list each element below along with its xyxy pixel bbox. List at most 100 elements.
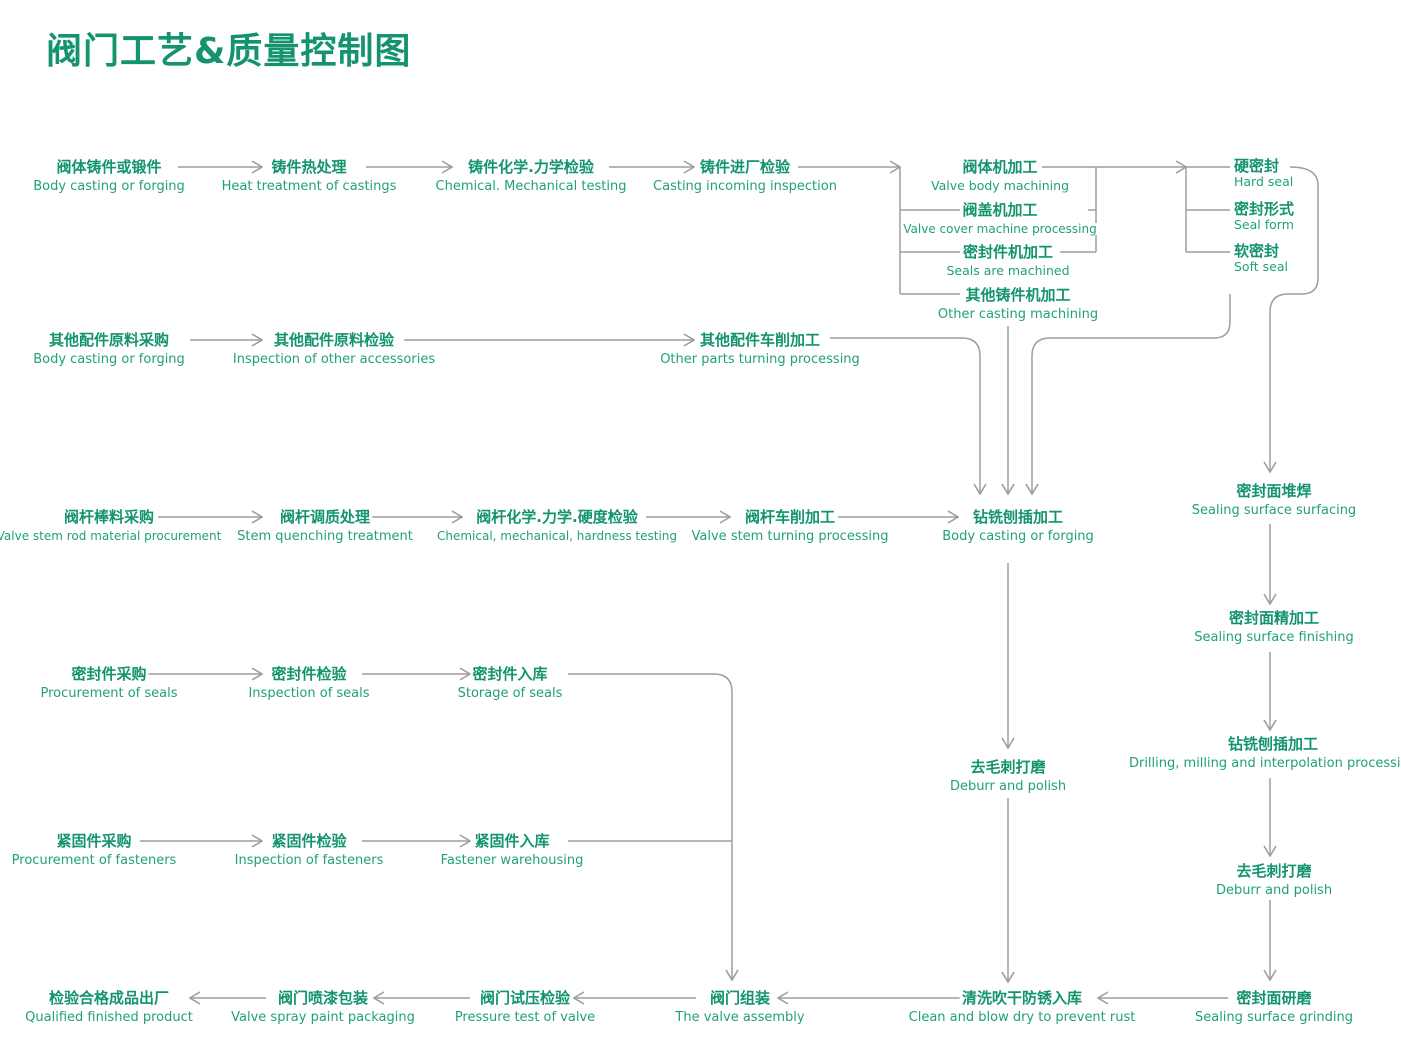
edge-hardseal-surfacing (1270, 166, 1319, 472)
node-label-zh: 硬密封 (1232, 157, 1282, 175)
node-stem-quench: 阀杆调质处理 Stem quenching treatment (235, 509, 415, 543)
node-label-en: Stem quenching treatment (235, 529, 415, 544)
node-label-zh: 软密封 (1232, 242, 1282, 260)
node-label-en: Chemical. Mechanical testing (433, 179, 629, 194)
node-label-zh: 阀体铸件或锻件 (54, 158, 164, 176)
node-label-en: Other casting machining (935, 307, 1101, 322)
node-surface-finishing: 密封面精加工 Sealing surface finishing (1192, 609, 1356, 645)
node-seal-form: 密封形式 Seal form (1232, 200, 1297, 232)
node-label-zh: 紧固件入库 (472, 832, 552, 850)
node-label-zh: 阀杆棒料采购 (61, 508, 156, 526)
node-label-en: Fastener warehousing (438, 853, 586, 868)
node-pressure-test: 阀门试压检验 Pressure test of valve (452, 989, 598, 1025)
node-label-en: Hard seal (1232, 174, 1296, 189)
node-assembly: 阀门组装 The valve assembly (673, 989, 807, 1025)
node-hard-seal: 硬密封 Hard seal (1232, 157, 1296, 189)
node-label-zh: 密封件机加工 (960, 243, 1055, 261)
node-other-inspection: 其他配件原料检验 Inspection of other accessories (230, 331, 438, 367)
node-deburr-2: 去毛刺打磨 Deburr and polish (1213, 862, 1335, 898)
node-label-en: Casting incoming inspection (651, 179, 839, 194)
node-label-en: Pressure test of valve (452, 1010, 598, 1025)
node-label-en: Body casting or forging (940, 529, 1096, 544)
node-label-zh: 检验合格成品出厂 (46, 989, 172, 1007)
node-label-en: Valve body machining (928, 178, 1072, 193)
node-label-zh: 密封件入库 (470, 665, 550, 683)
node-other-purchase: 其他配件原料采购 Body casting or forging (31, 332, 187, 366)
node-seal-inspection: 密封件检验 Inspection of seals (246, 666, 372, 701)
node-valve-cover-machining: 阀盖机加工 Valve cover machine processing (901, 202, 1099, 236)
node-label-en: Deburr and polish (947, 779, 1069, 794)
node-label-zh: 阀杆化学.力学.硬度检验 (474, 508, 640, 526)
node-label-zh: 密封面精加工 (1226, 609, 1321, 627)
node-heat-treatment: 铸件热处理 Heat treatment of castings (219, 159, 399, 193)
node-deburr-1: 去毛刺打磨 Deburr and polish (947, 758, 1069, 794)
node-label-zh: 钻铣刨插加工 (970, 508, 1066, 526)
node-surface-surfacing: 密封面堆焊 Sealing surface surfacing (1189, 482, 1359, 518)
node-label-en: Procurement of fasteners (9, 853, 179, 868)
node-seal-storage: 密封件入库 Storage of seals (455, 665, 565, 701)
edge-softseal-drill (1032, 294, 1231, 494)
node-label-en: Valve cover machine processing (901, 222, 1099, 236)
node-label-zh: 阀杆调质处理 (277, 508, 372, 526)
node-other-turning: 其他配件车削加工 Other parts turning processing (658, 332, 862, 366)
node-label-zh: 清洗吹干防锈入库 (959, 989, 1085, 1007)
node-label-zh: 去毛刺打磨 (968, 758, 1048, 776)
edge-turning-drill (830, 337, 980, 494)
node-label-en: Inspection of fasteners (232, 853, 386, 868)
node-seals-machining: 密封件机加工 Seals are machined (944, 243, 1072, 278)
node-label-zh: 去毛刺打磨 (1234, 862, 1314, 880)
node-label-zh: 阀门试压检验 (477, 989, 572, 1007)
node-label-en: Storage of seals (455, 686, 565, 701)
node-label-zh: 铸件进厂检验 (697, 158, 792, 176)
node-label-zh: 密封件采购 (69, 665, 149, 683)
node-label-zh: 密封面堆焊 (1234, 482, 1314, 500)
node-clean-dry: 清洗吹干防锈入库 Clean and blow dry to prevent r… (906, 989, 1138, 1024)
node-label-zh: 紧固件检验 (269, 832, 349, 850)
node-label-en: Chemical, mechanical, hardness testing (435, 529, 679, 543)
node-label-en: Seals are machined (944, 263, 1072, 278)
node-soft-seal: 软密封 Soft seal (1232, 244, 1290, 274)
node-chem-mech-test: 铸件化学.力学检验 Chemical. Mechanical testing (433, 158, 629, 194)
node-paint-packaging: 阀门喷漆包装 Valve spray paint packaging (229, 990, 417, 1024)
node-label-en: Body casting or forging (31, 179, 187, 194)
page-title: 阀门工艺&质量控制图 (46, 31, 412, 72)
node-label-en: Sealing surface grinding (1192, 1010, 1356, 1025)
node-label-zh: 其他配件车削加工 (697, 331, 823, 349)
node-label-zh: 阀门组装 (707, 989, 773, 1007)
node-label-zh: 钻铣刨插加工 (1225, 735, 1320, 753)
node-valve-body-machining: 阀体机加工 Valve body machining (928, 158, 1072, 193)
node-label-zh: 密封形式 (1232, 200, 1297, 218)
node-label-en: Inspection of other accessories (230, 352, 438, 367)
node-label-zh: 阀体机加工 (960, 158, 1040, 176)
node-label-en: The valve assembly (673, 1010, 807, 1025)
node-label-zh: 其他铸件机加工 (963, 286, 1073, 304)
node-seal-purchase: 密封件采购 Procurement of seals (38, 665, 180, 700)
node-label-zh: 紧固件采购 (54, 832, 134, 850)
edge-sealstorage-assembly (568, 673, 732, 980)
node-label-en: Qualified finished product (23, 1010, 195, 1025)
node-stem-turning: 阀杆车削加工 Valve stem turning processing (689, 509, 891, 544)
node-label-en: Valve stem turning processing (689, 529, 891, 544)
node-fastener-storage: 紧固件入库 Fastener warehousing (438, 832, 586, 868)
node-label-zh: 其他配件原料采购 (46, 331, 172, 349)
node-label-en: Soft seal (1232, 259, 1290, 274)
node-label-en: Body casting or forging (31, 352, 187, 367)
node-label-en: Sealing surface finishing (1192, 630, 1356, 645)
node-stem-purchase: 阀杆棒料采购 Valve stem rod material procureme… (0, 508, 224, 543)
node-label-en: Valve spray paint packaging (229, 1010, 417, 1025)
node-final-output: 检验合格成品出厂 Qualified finished product (23, 990, 195, 1024)
node-label-zh: 密封面研磨 (1234, 989, 1314, 1007)
node-label-en: Sealing surface surfacing (1189, 503, 1359, 518)
node-label-zh: 铸件化学.力学检验 (466, 158, 596, 176)
node-label-zh: 阀盖机加工 (960, 201, 1040, 219)
node-drill-mill: 钻铣刨插加工 Body casting or forging (940, 509, 1096, 543)
node-label-zh: 其他配件原料检验 (271, 331, 397, 349)
node-incoming-inspection: 铸件进厂检验 Casting incoming inspection (651, 159, 839, 193)
node-body-casting: 阀体铸件或锻件 Body casting or forging (31, 159, 187, 193)
node-drill-mill-2: 钻铣刨插加工 Drilling, milling and interpolati… (1126, 735, 1401, 770)
node-label-en: Seal form (1232, 217, 1296, 232)
node-label-en: Inspection of seals (246, 686, 372, 701)
node-label-en: Deburr and polish (1213, 883, 1335, 898)
node-surface-grinding: 密封面研磨 Sealing surface grinding (1192, 989, 1356, 1025)
